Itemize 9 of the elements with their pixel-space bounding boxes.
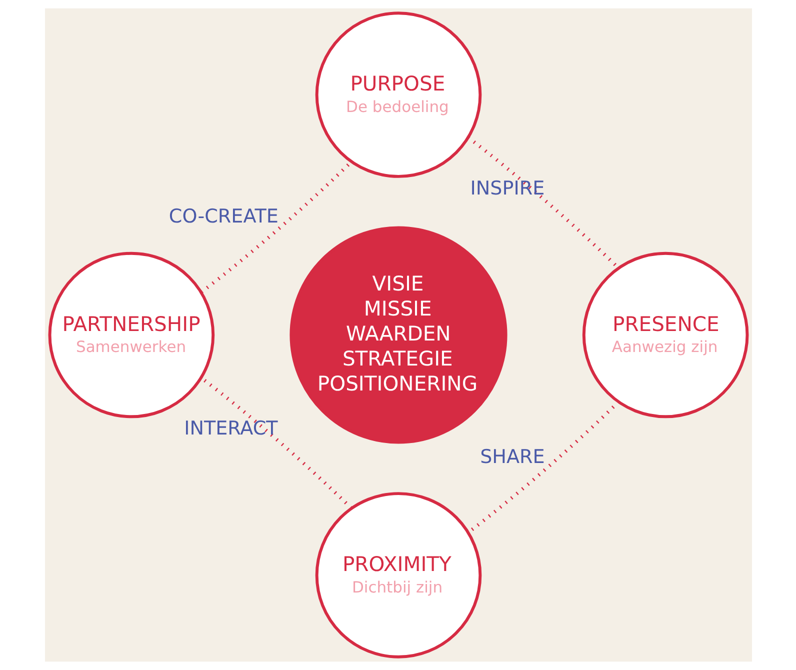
node-circle: PRESENCE Aanwezig zijn <box>582 252 748 418</box>
node-circle: PARTNERSHIP Samenwerken <box>48 252 214 418</box>
edge-label: SHARE <box>480 446 544 468</box>
edge-label: INTERACT <box>184 418 278 440</box>
node-circle: VISIE MISSIE WAARDEN STRATEGIE POSITIONERING <box>289 226 507 444</box>
node-circle: PROXIMITY Dichtbij zijn <box>314 492 482 658</box>
edge-label: INSPIRE <box>470 177 544 200</box>
node-circle: PURPOSE De bedoeling <box>314 12 482 178</box>
edge-label: CO-CREATE <box>168 206 278 228</box>
